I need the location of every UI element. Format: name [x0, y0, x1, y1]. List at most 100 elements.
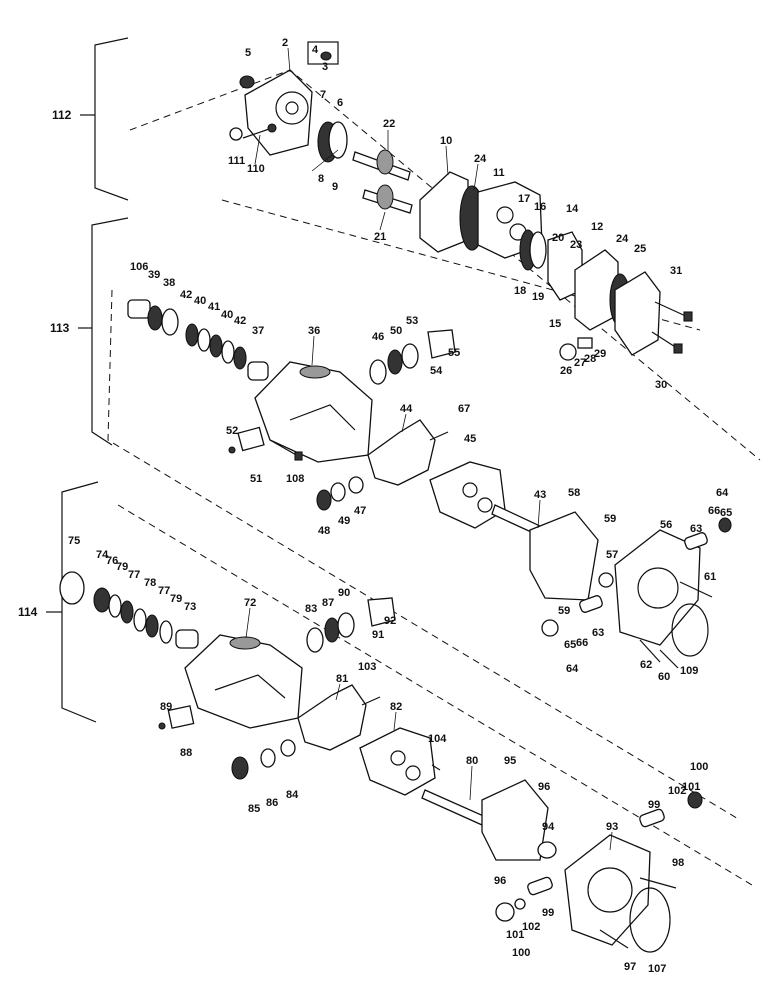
callout-29: 29	[594, 348, 606, 360]
callout-17: 17	[518, 193, 530, 205]
callout-45: 45	[464, 433, 476, 445]
callout-26: 26	[560, 365, 572, 377]
callout-87: 87	[322, 597, 334, 609]
callout-93: 93	[606, 821, 618, 833]
callout-18: 18	[514, 285, 526, 297]
callout-72: 72	[244, 597, 256, 609]
callout-67: 67	[458, 403, 470, 415]
callout-90: 90	[338, 587, 350, 599]
callout-12: 12	[591, 221, 603, 233]
callout-77a: 77	[128, 569, 140, 581]
callout-65a: 65	[720, 507, 732, 519]
callout-40a: 40	[194, 295, 206, 307]
callout-94: 94	[542, 821, 555, 833]
callout-6: 6	[337, 97, 343, 109]
callout-84: 84	[286, 789, 299, 801]
callout-79b: 79	[170, 593, 182, 605]
callout-55: 55	[448, 347, 460, 359]
callout-23: 23	[570, 239, 582, 251]
callout-75: 75	[68, 535, 80, 547]
callout-65b: 65	[564, 639, 576, 651]
callout-106: 106	[130, 261, 148, 273]
callout-39: 39	[148, 269, 160, 281]
callout-58: 58	[568, 487, 580, 499]
group-label-114: 114	[18, 605, 38, 619]
callout-25: 25	[634, 243, 646, 255]
callout-73: 73	[184, 601, 196, 613]
callout-24a: 24	[474, 153, 487, 165]
callout-85: 85	[248, 803, 260, 815]
callout-15: 15	[549, 318, 561, 330]
callout-110: 110	[247, 163, 265, 175]
callout-48: 48	[318, 525, 330, 537]
callout-59b: 59	[558, 605, 570, 617]
callout-16: 16	[534, 201, 546, 213]
callout-46: 46	[372, 331, 384, 343]
callout-108: 108	[286, 473, 304, 485]
callout-102a: 102	[668, 785, 686, 797]
callout-44: 44	[400, 403, 413, 415]
leader-lines	[245, 47, 613, 851]
callout-76: 76	[106, 555, 118, 567]
callout-98: 98	[672, 857, 684, 869]
callout-101b: 101	[506, 929, 524, 941]
callout-30: 30	[655, 379, 667, 391]
callout-60: 60	[658, 671, 670, 683]
callout-109: 109	[680, 665, 698, 677]
callout-104: 104	[428, 733, 447, 745]
callout-95: 95	[504, 755, 516, 767]
callout-74: 74	[96, 549, 109, 561]
callout-86: 86	[266, 797, 278, 809]
callout-4: 4	[312, 44, 319, 56]
callout-66b: 66	[576, 637, 588, 649]
callout-91: 91	[372, 629, 384, 641]
callout-62: 62	[640, 659, 652, 671]
callout-64a: 64	[716, 487, 729, 499]
callout-24b: 24	[616, 233, 629, 245]
callout-82: 82	[390, 701, 402, 713]
callout-66a: 66	[708, 505, 720, 517]
callout-81: 81	[336, 673, 348, 685]
callout-77b: 77	[158, 585, 170, 597]
callout-42a: 42	[180, 289, 192, 301]
callout-38: 38	[163, 277, 175, 289]
callout-22: 22	[383, 118, 395, 130]
callout-89: 89	[160, 701, 172, 713]
callout-51: 51	[250, 473, 262, 485]
callout-103: 103	[358, 661, 376, 673]
bracket-113: 113	[50, 217, 129, 446]
callout-100a: 100	[690, 761, 708, 773]
callouts-114: 75 74 76 79 77 78 77 79 73 72 83 87 90 9…	[68, 535, 708, 975]
callout-31: 31	[670, 265, 682, 277]
callout-42b: 42	[234, 315, 246, 327]
callout-49: 49	[338, 515, 350, 527]
callout-53: 53	[406, 315, 418, 327]
pump-112-parts	[229, 41, 693, 361]
callout-9: 9	[332, 181, 338, 193]
callout-59a: 59	[604, 513, 616, 525]
bracket-114: 114	[18, 481, 99, 723]
callout-107: 107	[648, 963, 666, 975]
callout-8: 8	[318, 173, 324, 185]
callouts-112: 5 2 4 3 7 6 22 10 24 11 111 110 8 9 21 1…	[228, 37, 682, 391]
callout-88: 88	[180, 747, 192, 759]
callout-99b: 99	[542, 907, 554, 919]
callout-96a: 96	[538, 781, 550, 793]
callout-3: 3	[322, 61, 328, 73]
callout-54: 54	[430, 365, 443, 377]
callout-7: 7	[320, 89, 326, 101]
callout-79a: 79	[116, 561, 128, 573]
callout-92: 92	[384, 615, 396, 627]
callout-63a: 63	[690, 523, 702, 535]
callout-14: 14	[566, 203, 579, 215]
callout-100b: 100	[512, 947, 530, 959]
callout-5: 5	[245, 47, 251, 59]
callouts-113: 106 39 38 42 40 41 40 42 37 36 46 50 53 …	[130, 261, 732, 683]
callout-52: 52	[226, 425, 238, 437]
callout-111: 111	[228, 155, 245, 167]
pump-114-parts	[59, 571, 703, 953]
callout-20: 20	[552, 232, 564, 244]
callout-63b: 63	[592, 627, 604, 639]
bracket-112: 112	[52, 37, 129, 201]
